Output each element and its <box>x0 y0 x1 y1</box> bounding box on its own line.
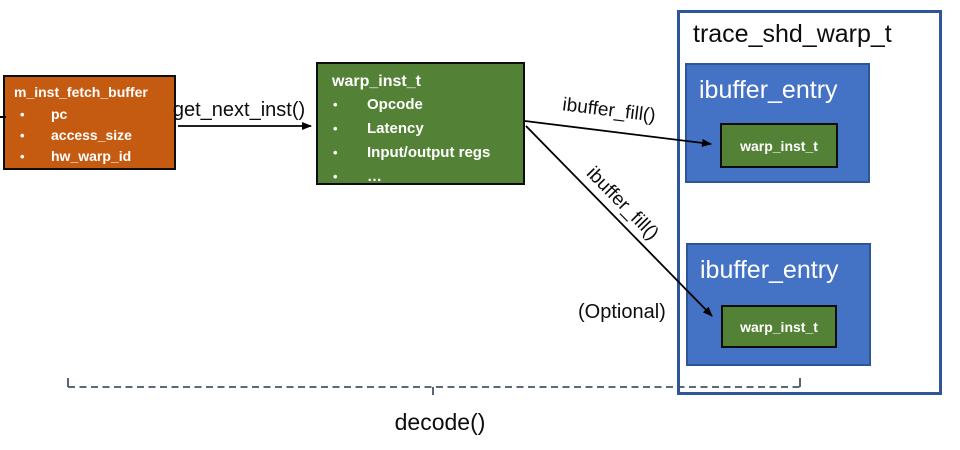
fetch-buffer-field: • hw_warp_id <box>5 146 174 167</box>
bullet-icon: • <box>333 145 338 161</box>
bullet-icon: • <box>20 148 25 164</box>
bullet-icon: • <box>333 169 338 185</box>
warp-inst-field-label: Latency <box>367 120 424 138</box>
warp-inst-field-label: Opcode <box>367 96 423 114</box>
warp-inst-title: warp_inst_t <box>332 73 421 90</box>
warp-inst-box: warp_inst_t • Opcode • Latency • Input/o… <box>316 62 525 185</box>
trace-shd-warp-title: trace_shd_warp_t <box>693 20 892 48</box>
ibuffer-entry-title: ibuffer_entry <box>699 76 838 104</box>
ibuffer-entry-box-1: ibuffer_entry warp_inst_t <box>685 63 870 183</box>
bullet-icon: • <box>333 121 338 137</box>
fetch-buffer-field: • pc <box>5 104 174 125</box>
warp-inst-field: • Latency <box>318 117 523 141</box>
warp-inst-field-label: Input/output regs <box>367 144 491 162</box>
decode-label: decode() <box>394 409 486 435</box>
bullet-icon: • <box>333 97 338 113</box>
ibuffer-fill-label-bottom: ibuffer_fill() <box>582 162 663 245</box>
fetch-buffer-title: m_inst_fetch_buffer <box>14 84 148 100</box>
fetch-buffer-field-label: access_size <box>51 126 132 143</box>
get-next-inst-label: get_next_inst() <box>172 99 306 121</box>
ibuffer-fill-label-top: ibuffer_fill() <box>561 94 657 127</box>
fetch-buffer-fields: • pc • access_size • hw_warp_id <box>5 104 174 167</box>
warp-inst-fields: • Opcode • Latency • Input/output regs •… <box>318 93 523 189</box>
bullet-icon: • <box>20 127 25 143</box>
ibuffer-entry-title: ibuffer_entry <box>700 256 839 284</box>
fetch-buffer-field-label: pc <box>51 105 68 122</box>
fetch-buffer-box: m_inst_fetch_buffer • pc • access_size •… <box>3 75 176 170</box>
ibuffer-entry-box-2: ibuffer_entry warp_inst_t <box>686 243 871 366</box>
ibuffer-warp-inst-box: warp_inst_t <box>721 305 837 348</box>
warp-inst-field-label: … <box>367 168 382 186</box>
warp-inst-field: • Input/output regs <box>318 141 523 165</box>
optional-note-label: (Optional) <box>578 301 666 323</box>
fetch-buffer-field: • access_size <box>5 125 174 146</box>
ibuffer-warp-inst-box: warp_inst_t <box>720 123 838 168</box>
fetch-buffer-field-label: hw_warp_id <box>51 147 132 164</box>
warp-inst-field: • … <box>318 165 523 189</box>
bullet-icon: • <box>20 106 25 122</box>
warp-inst-field: • Opcode <box>318 93 523 117</box>
